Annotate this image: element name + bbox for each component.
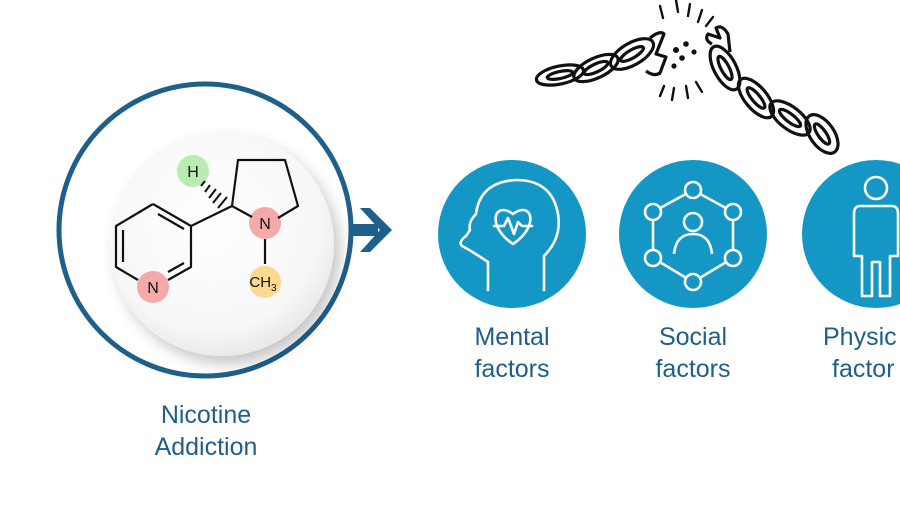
molecule-bonds [114, 158, 300, 281]
physical-factors-line1: Physic [823, 323, 897, 351]
mental-factors-line1: Mental [474, 323, 550, 351]
molecule-disc [110, 132, 334, 356]
physical-factor-circle [802, 160, 900, 308]
mental-factors-line2: factors [474, 355, 550, 383]
physical-factors-line2: factor [832, 355, 895, 383]
arrow-right-icon [352, 208, 392, 252]
h-atom-highlight [177, 155, 209, 187]
broken-chain-icon [534, 25, 840, 155]
n-ring-atom-label: N [147, 280, 159, 297]
n-pyrrolidine-atom-label: N [259, 216, 271, 233]
nicotine-addiction-line1: Nicotine [160, 401, 252, 429]
head-heart-icon [459, 178, 560, 292]
physical-factors-label: Physic factor [823, 321, 900, 385]
ch3-atom-label: CH3 [249, 274, 277, 294]
n-ring-atom-highlight [137, 271, 169, 303]
nicotine-addiction-line2: Addiction [154, 433, 258, 461]
h-atom-label: H [187, 164, 199, 181]
ch3-atom-highlight [249, 266, 281, 298]
nicotine-addiction-label: Nicotine Addiction [120, 399, 292, 463]
ch3-subscript: 3 [271, 283, 277, 294]
person-icon [852, 175, 900, 298]
mental-factors-label: Mental factors [437, 321, 587, 385]
network-person-icon [643, 180, 743, 292]
mental-factor-circle [438, 160, 586, 308]
social-factors-label: Social factors [618, 321, 768, 385]
break-burst-lines [658, 0, 715, 102]
social-factors-line2: factors [655, 355, 731, 383]
n-pyrrolidine-atom-highlight [249, 207, 281, 239]
social-factors-line1: Social [658, 323, 728, 351]
hashed-wedge-bond [200, 180, 228, 209]
ch3-main-text: CH [249, 274, 271, 291]
